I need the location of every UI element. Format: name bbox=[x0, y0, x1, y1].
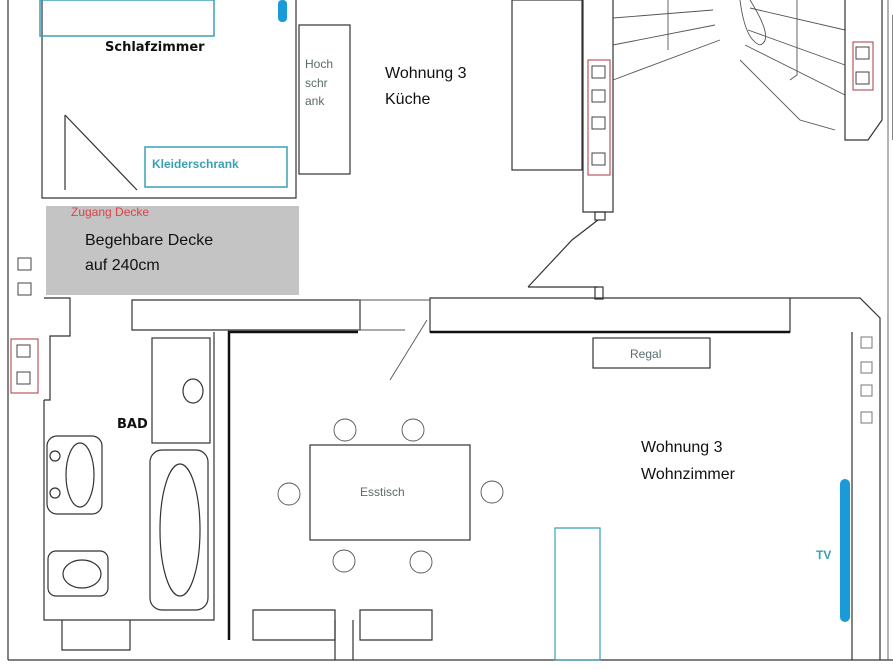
svg-text:Kleiderschrank: Kleiderschrank bbox=[152, 157, 239, 171]
svg-text:Hoch: Hoch bbox=[305, 57, 333, 71]
walls bbox=[7, 0, 893, 661]
svg-text:Regal: Regal bbox=[630, 347, 661, 361]
kleiderschrank: Kleiderschrank bbox=[144, 146, 288, 188]
svg-text:TV: TV bbox=[816, 548, 831, 562]
zugang-decke-label: Zugang Decke bbox=[71, 205, 149, 219]
room-label-wohnzimmer-2: Wohnzimmer bbox=[641, 466, 736, 483]
svg-text:Esstisch: Esstisch bbox=[360, 485, 405, 499]
radiator bbox=[278, 0, 287, 22]
svg-text:schr: schr bbox=[305, 76, 328, 90]
room-label-kueche-1: Wohnung 3 bbox=[385, 65, 467, 82]
room-label-wohnzimmer-1: Wohnung 3 bbox=[641, 439, 723, 456]
hochschrank: Hoch schr ank bbox=[298, 24, 351, 175]
svg-text:ank: ank bbox=[305, 94, 325, 108]
room-label-bad: BAD bbox=[117, 417, 148, 432]
room-label-schlafzimmer: Schlafzimmer bbox=[105, 40, 205, 55]
room-label-kueche-2: Küche bbox=[385, 91, 430, 108]
bathroom-fixtures bbox=[46, 337, 211, 611]
vents bbox=[10, 41, 874, 424]
tv: TV bbox=[816, 479, 850, 622]
esstisch: Esstisch bbox=[277, 418, 504, 574]
svg-text:auf 240cm: auf 240cm bbox=[85, 257, 160, 274]
svg-text:Begehbare Decke: Begehbare Decke bbox=[85, 232, 213, 249]
regal: Regal bbox=[592, 337, 711, 369]
bed bbox=[39, 0, 215, 37]
begehbare-decke: Zugang Decke Begehbare Decke auf 240cm bbox=[46, 205, 299, 295]
